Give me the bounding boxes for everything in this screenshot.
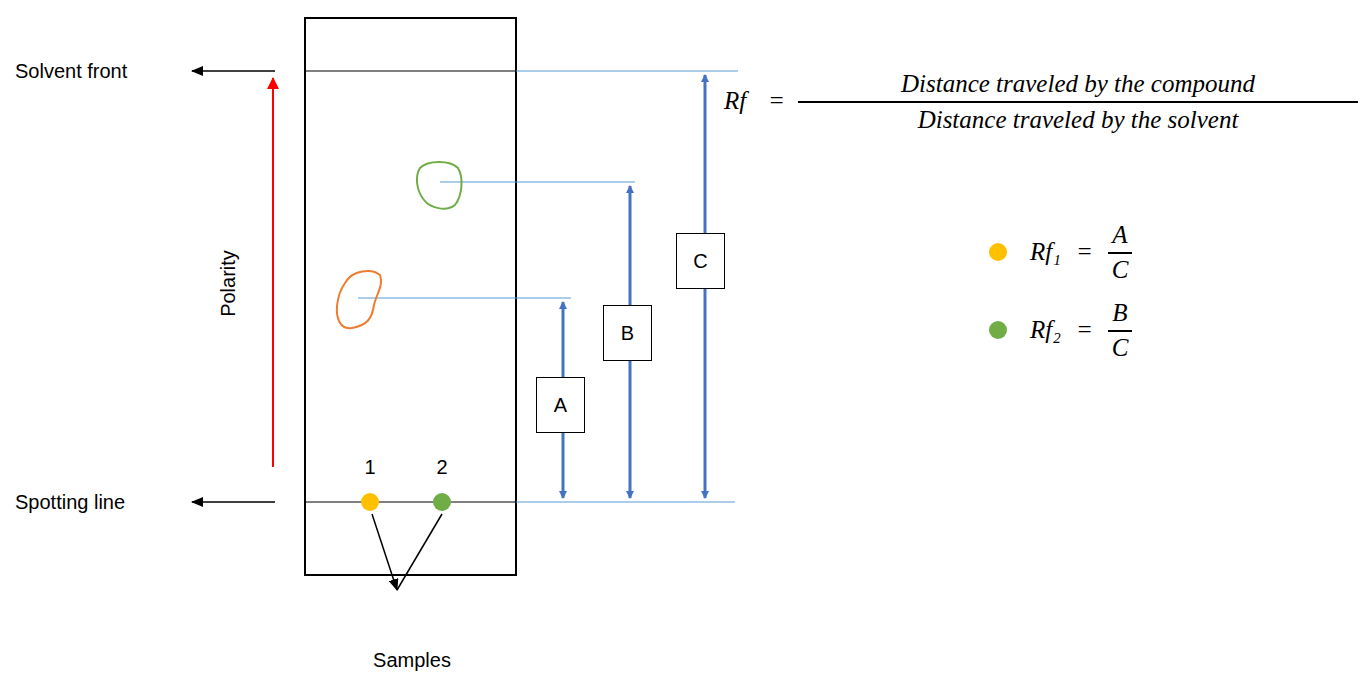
formula-numerator: Distance traveled by the compound	[901, 70, 1255, 99]
pointer-arrows	[192, 71, 442, 590]
distance-box: B	[603, 305, 652, 361]
sample-spot-green	[433, 493, 451, 511]
sample-spot-yellow	[361, 493, 379, 511]
fraction-denominator: C	[1112, 334, 1129, 363]
fraction-numerator: A	[1112, 221, 1127, 250]
distance-letter: C	[693, 250, 707, 273]
polarity-label: Polarity	[216, 250, 239, 317]
green-spot	[417, 162, 462, 209]
equals-sign: =	[1076, 238, 1093, 267]
distance-letter: B	[621, 322, 634, 345]
fraction-bar	[1108, 252, 1132, 254]
fraction-numerator: B	[1112, 299, 1127, 328]
fraction-bar	[1108, 330, 1132, 332]
formula-denominator: Distance traveled by the solvent	[918, 106, 1239, 135]
polarity-arrow	[272, 78, 274, 467]
equals-sign: =	[1076, 316, 1093, 345]
rf-symbol: Rf	[724, 87, 746, 116]
tlc-plate	[305, 18, 516, 575]
fraction-denominator: C	[1112, 256, 1129, 285]
fraction-bar	[798, 101, 1358, 103]
orange-spot	[337, 271, 381, 328]
legend-text: Rf₁	[1030, 238, 1061, 267]
guide-lines	[358, 71, 738, 502]
legend-text: Rf₂	[1030, 316, 1061, 345]
legend-swatch	[989, 321, 1007, 339]
sample-number: 1	[364, 456, 375, 479]
samples-label: Samples	[373, 649, 451, 672]
distance-box: C	[676, 233, 725, 289]
solvent-front-label: Solvent front	[15, 60, 127, 83]
legend-swatch	[989, 243, 1007, 261]
distance-box: A	[536, 377, 585, 433]
equals-sign: =	[768, 87, 785, 116]
sample-number: 2	[436, 456, 447, 479]
distance-letter: A	[554, 394, 567, 417]
spotting-line-label: Spotting line	[15, 491, 125, 514]
